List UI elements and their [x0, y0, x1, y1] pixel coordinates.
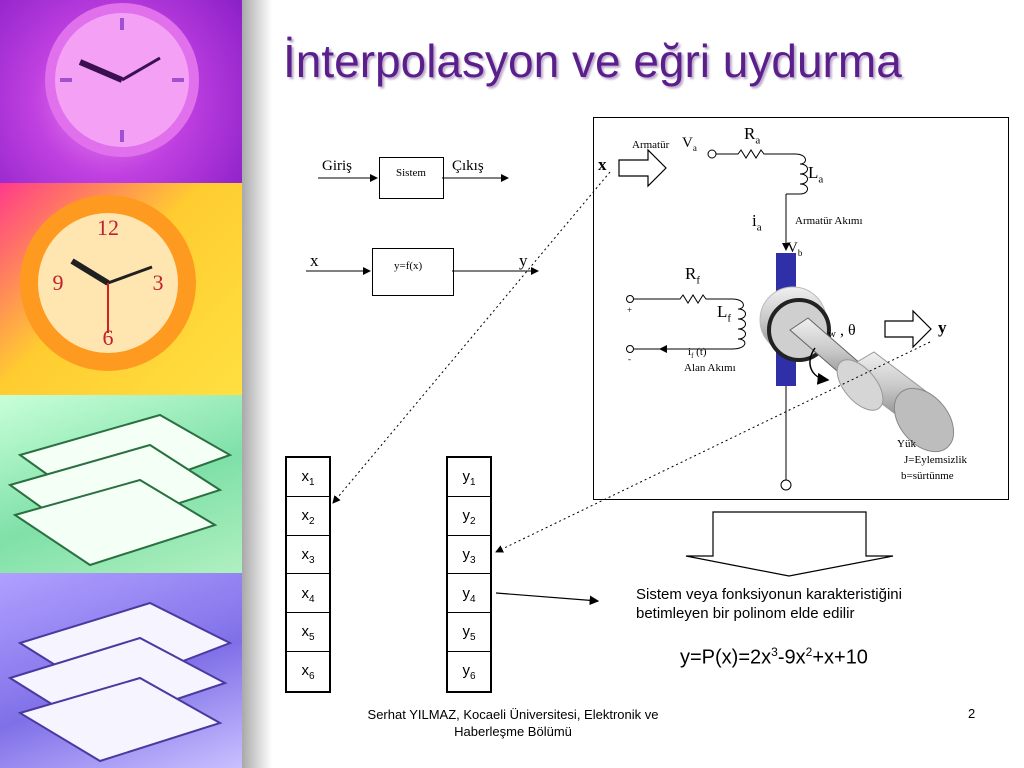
decorative-image-strip: 12 3 6 9 [0, 0, 242, 768]
if-label: if (t) [688, 346, 707, 361]
lf-label: Lf [717, 302, 732, 325]
function-output-y: y [519, 251, 528, 270]
y-table-cell: y3 [448, 536, 490, 575]
input-label: Giriş [322, 158, 352, 174]
x-table-cell: x4 [287, 575, 329, 614]
purple-clock-image [0, 0, 242, 183]
rf-label: Rf [685, 264, 701, 287]
footer-text: Serhat YILMAZ, Kocaeli Üniversitesi, Ele… [367, 707, 659, 739]
motor-input-x: x [598, 155, 607, 174]
inertia-label: J=Eylemsizlik [904, 454, 968, 466]
description-text: Sistem veya fonksiyonun karakteristiğini… [636, 586, 902, 622]
orange-clock-image: 12 3 6 9 [0, 183, 242, 395]
svg-text:12: 12 [97, 215, 119, 240]
system-block: Sistem [379, 157, 444, 199]
to-description-arrow [495, 592, 600, 606]
motor-input-arrow [618, 148, 667, 188]
x-table-cell: x5 [287, 613, 329, 653]
strip-shadow [242, 0, 272, 768]
y-table-cell: y4 [448, 575, 490, 614]
field-current-label: Alan Akımı [684, 362, 736, 374]
va-label: Va [682, 135, 697, 153]
ra-label: Ra [744, 124, 761, 147]
x-leader-line [332, 171, 611, 504]
output-label: Çıkış [452, 158, 484, 174]
slide-title: İnterpolasyon ve eğri uydurma [283, 35, 902, 87]
y-table-cell: y2 [448, 497, 490, 536]
ia-label: ia [752, 211, 762, 234]
y-leader-line [495, 341, 931, 553]
system-block-label: Sistem [396, 167, 426, 179]
page-number: 2 [968, 706, 976, 721]
y-table-cell: y6 [462, 662, 476, 683]
svg-text:3: 3 [153, 270, 164, 295]
x-table-cell: x6 [301, 662, 315, 683]
omega-label: w [828, 328, 836, 340]
svg-text:6: 6 [103, 325, 114, 350]
armature-current-label: Armatür Akımı [795, 215, 863, 227]
purple-books-image [0, 573, 242, 768]
armature-label: Armatür [632, 139, 670, 151]
la-label: La [808, 163, 824, 186]
minus-sign: - [628, 354, 631, 364]
plus-sign: + [627, 305, 633, 315]
motor-output-arrow [884, 309, 932, 349]
result-down-arrow [685, 511, 894, 577]
load-label: Yük [897, 438, 916, 450]
x-table-cell: x3 [287, 536, 329, 575]
function-input-x: x [310, 251, 319, 270]
y-table-cell: y1 [448, 458, 490, 497]
y-table-cell: y5 [448, 613, 490, 653]
motor-output-y: y [938, 318, 947, 337]
x-table-cell: x1 [287, 458, 329, 497]
svg-text:9: 9 [53, 270, 64, 295]
green-books-image [0, 395, 242, 573]
friction-label: b=sürtünme [901, 470, 954, 482]
x-table-cell: x2 [287, 497, 329, 536]
polynomial-formula: y=P(x)=2x3-9x2+x+10 [680, 645, 868, 669]
vb-label: Vb [787, 240, 803, 258]
function-block: y=f(x) [372, 248, 454, 296]
function-block-label: y=f(x) [394, 260, 423, 272]
theta-label: , θ [840, 322, 856, 339]
